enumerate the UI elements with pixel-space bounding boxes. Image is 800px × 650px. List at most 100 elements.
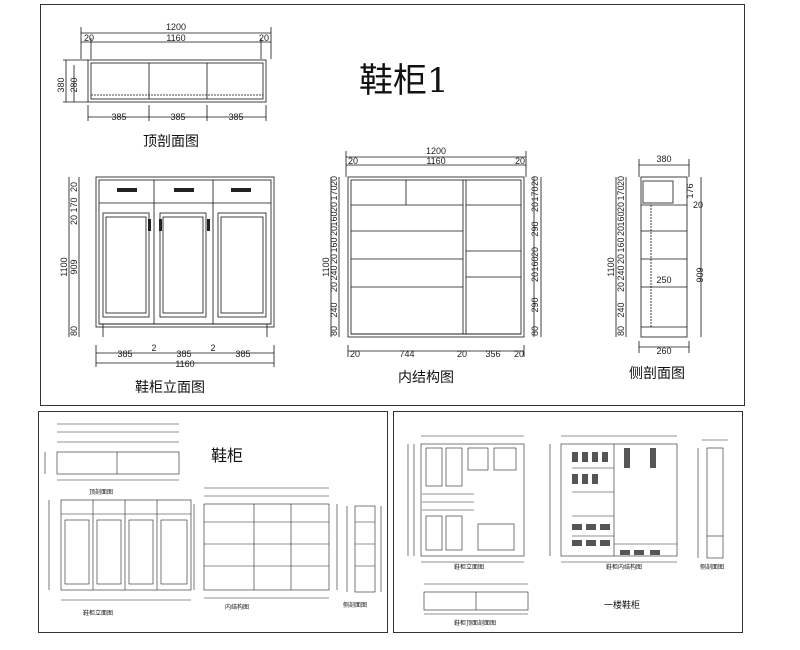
side-height-dim: 1100 [606,257,616,276]
front-left-dim-2: 170 [69,197,79,212]
top-view-caption: 顶剖面图 [143,134,199,150]
inner-bottom-dim-1: 20 [350,349,360,359]
inner-left-dim-3: 20 [329,202,339,212]
inner-left-dim-4: 160 [329,211,339,226]
inner-height-dim: 1100 [321,257,331,276]
front-bottom-dim-3: 385 [176,349,191,359]
inner-structure-drawing [330,151,542,357]
small-side-view [346,505,382,593]
inner-right-dim-7: 20 [530,272,540,282]
top-edge-left-dim: 20 [84,33,94,43]
side-left-dim-6: 160 [616,237,626,252]
small-inner-caption: 内结构图 [225,604,250,611]
right-side-caption: 侧剖面图 [700,564,725,571]
side-view-caption: 侧剖面图 [629,366,685,382]
top-depth-outer-dim: 380 [56,77,66,92]
top-inner-dim: 1160 [166,33,185,43]
inner-left-dim-2: 170 [329,185,339,200]
side-left-dim-8: 240 [616,265,626,280]
inner-overall-dim: 1200 [426,146,446,156]
side-left-dim-7: 20 [616,254,626,264]
side-height-body-dim: 909 [695,267,705,282]
main-drawing-panel: 1200 1160 20 20 380 280 385 385 385 1100… [40,4,745,406]
right-side-view [697,439,728,559]
inner-right-dim-1: 20 [530,176,540,186]
inner-right-dim-3: 20 [530,202,540,212]
side-left-dim-10: 240 [616,302,626,317]
side-right-dim-1: 176 [685,183,695,198]
inner-left-dim-8: 240 [329,265,339,280]
inner-edge-right-dim: 20 [515,156,525,166]
side-inner-depth-dim: 250 [656,275,671,285]
side-left-dim-4: 160 [616,211,626,226]
right-top-caption: 鞋柜顶面剖面图 [454,620,497,627]
top-overall-dim: 1200 [166,22,186,32]
inner-left-dim-1: 20 [329,176,339,186]
inner-bottom-dim-5: 20 [514,349,524,359]
inner-left-dim-5: 20 [329,226,339,236]
inner-inner-dim: 1160 [426,156,445,166]
small-panel-title: 鞋柜 [211,446,244,465]
front-height-total-dim: 1100 [59,257,69,276]
right-front-caption: 鞋柜立面图 [454,564,485,571]
right-inner-caption: 鞋柜内结构图 [606,564,643,571]
inner-left-dim-10: 240 [329,302,339,317]
top-depth-inner-dim: 280 [69,77,79,92]
small-top-caption: 顶剖面图 [89,489,114,496]
small-side-caption: 侧剖面图 [343,602,368,609]
front-bottom-dim-1: 385 [117,349,132,359]
small-drawing-panel: 鞋柜 顶剖面图 鞋柜立面图 内结构图 侧剖面图 [38,411,388,633]
top-bottom-dim-2: 385 [170,112,185,122]
side-left-dim-3: 20 [616,202,626,212]
front-left-dim-1: 20 [69,182,79,192]
inner-left-dim-7: 20 [329,254,339,264]
front-inner-dim: 1160 [175,359,194,369]
side-section-drawing [615,159,702,353]
front-bottom-dim-2: 2 [151,343,156,353]
top-view-dims: 1200 1160 20 20 380 280 385 385 385 [56,22,269,122]
top-view-drawing [63,27,272,121]
front-elevation-drawing [68,176,275,367]
front-view-dims: 1100 909 20 170 20 80 385 2 385 2 385 11… [59,182,251,369]
front-left-dim-3: 20 [69,215,79,225]
right-inner-view [549,435,678,563]
inner-right-dim-9: 80 [530,326,540,336]
inner-left-dim-6: 160 [329,237,339,252]
inner-right-dim-4: 290 [530,221,540,236]
inner-right-dim-6: 160 [530,256,540,271]
top-edge-right-dim: 20 [259,33,269,43]
side-left-dim-2: 170 [616,185,626,200]
side-bottom-dim: 260 [656,346,671,356]
shoe-icons [572,448,660,555]
inner-right-dim-5: 20 [530,247,540,257]
front-bottom-dim-4: 2 [210,343,215,353]
inner-right-dim-2: 170 [530,186,540,201]
side-left-dim-5: 20 [616,226,626,236]
side-view-dims: 380 1100 909 20 170 20 160 20 160 20 240… [606,154,705,356]
right-drawing-svg [407,435,728,615]
drawer-handles [117,188,251,231]
inner-bottom-dim-4: 356 [485,349,500,359]
inner-left-dim-9: 20 [329,282,339,292]
right-drawing-panel: 鞋柜立面图 鞋柜内结构图 侧剖面图 鞋柜顶面剖面图 一楼鞋柜 [393,411,743,633]
right-top-view [423,583,529,615]
small-inner-view [193,487,338,599]
inner-bottom-dim-2: 744 [399,349,414,359]
side-left-dim-9: 20 [616,282,626,292]
inner-left-dim-11: 80 [329,326,339,336]
main-title: 鞋柜1 [359,61,449,101]
top-bottom-dim-1: 385 [111,112,126,122]
inner-edge-left-dim: 20 [348,156,358,166]
right-panel-title: 一楼鞋柜 [604,601,641,611]
small-front-view [48,499,192,601]
inner-right-dim-8: 290 [530,297,540,312]
side-right-dim-2: 20 [693,200,703,210]
front-left-dim-4: 80 [69,326,79,336]
small-drawing-svg [44,423,382,601]
side-left-dim-11: 80 [616,326,626,336]
inner-view-dims: 1200 1160 20 20 1100 20 170 20 160 20 16… [321,146,540,359]
front-view-caption: 鞋柜立面图 [135,380,205,396]
small-front-caption: 鞋柜立面图 [83,610,114,617]
front-height-body-dim: 909 [69,259,79,274]
small-top-view [44,423,180,481]
